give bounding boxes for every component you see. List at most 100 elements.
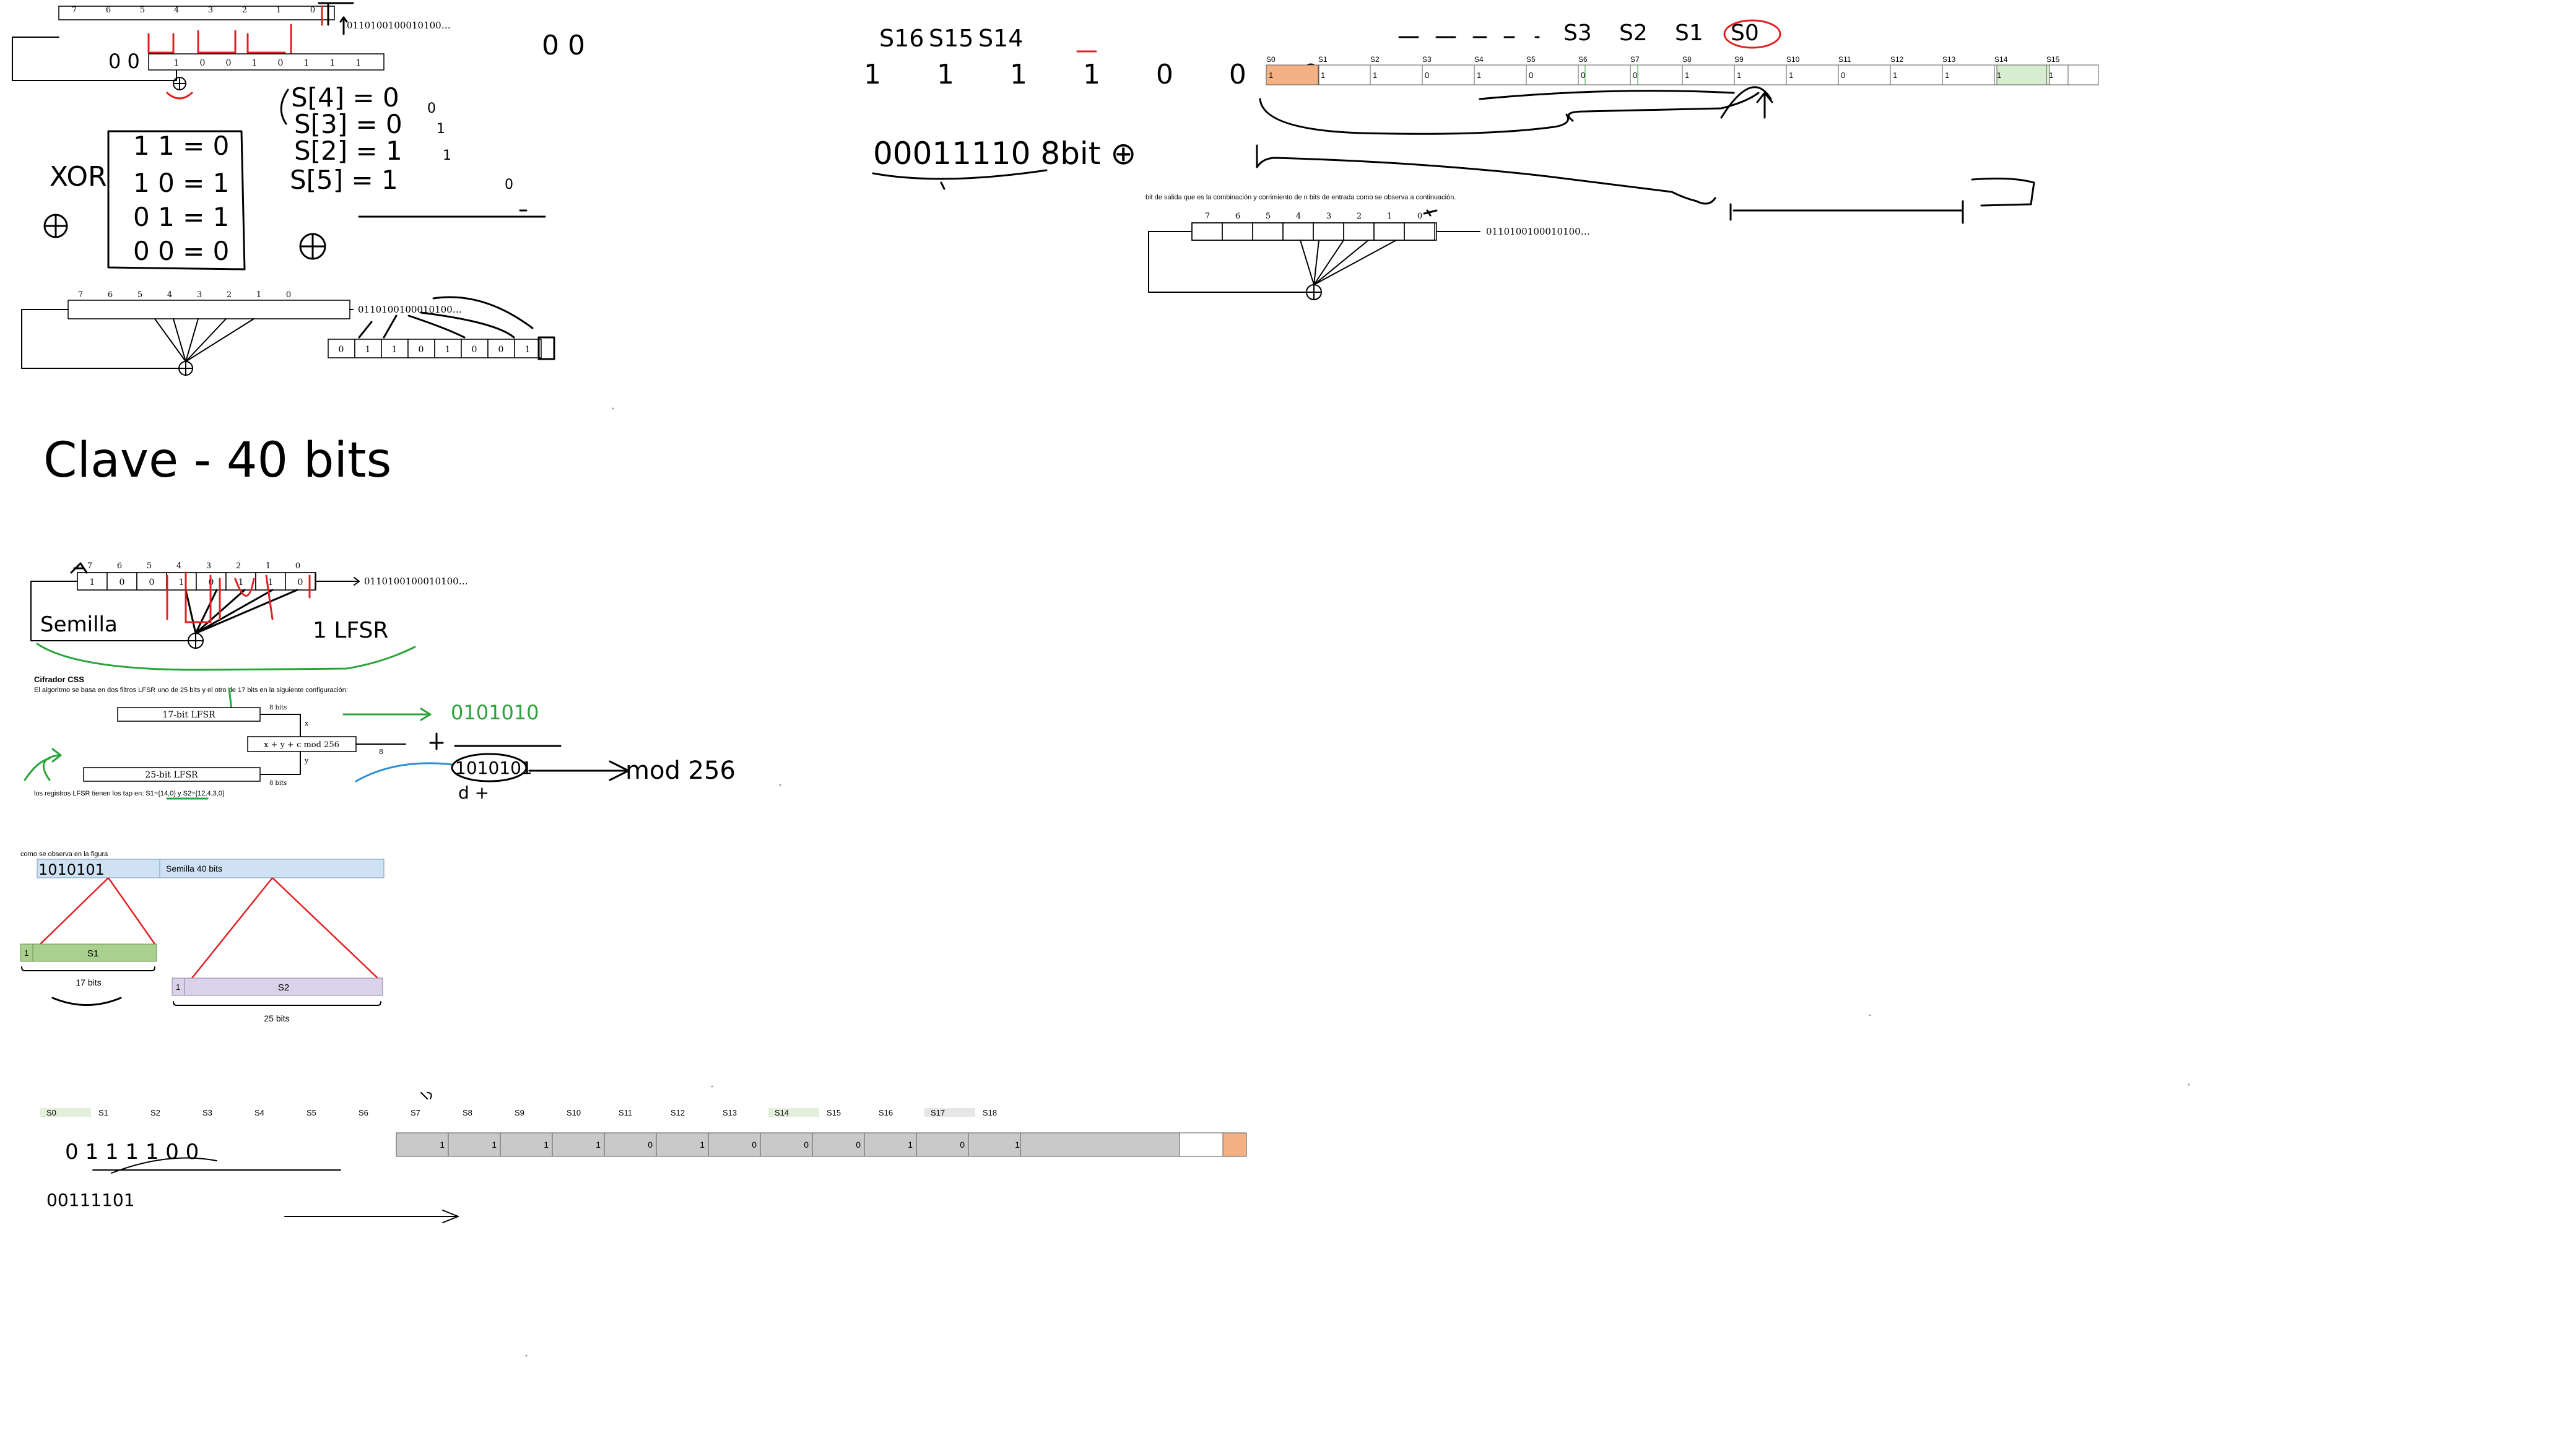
svg-text:25-bit LFSR: 25-bit LFSR — [145, 770, 198, 780]
grid-value: 1 — [908, 1140, 913, 1150]
svg-text:como se observa en la figura: como se observa en la figura — [20, 851, 108, 858]
taps-text: los registros LFSR tienen los tap en: S1… — [34, 790, 225, 797]
grid-value: 1 — [1321, 71, 1325, 80]
column-header: S0 — [1266, 55, 1276, 64]
svg-text:0 0: 0 0 — [542, 30, 585, 61]
register-index: 0 — [310, 6, 315, 15]
svg-text:S[2] = 1: S[2] = 1 — [294, 136, 402, 166]
lfsr-output-stream: 0110100100010100… — [347, 20, 451, 31]
xor-table: XOR 1 1 = 0 1 0 = 1 0 1 = 1 0 0 = 0 — [43, 130, 326, 271]
column-header: S7 — [1630, 55, 1640, 64]
feedback-loop — [21, 309, 180, 369]
bit-value: 0 — [419, 345, 424, 355]
hand-s-label: S2 — [1619, 20, 1648, 46]
register-index: 4 — [174, 6, 179, 15]
xor-label: XOR — [50, 161, 107, 193]
register-index: 7 — [78, 290, 83, 300]
svg-text:Semilla: Semilla — [40, 612, 118, 637]
register-index: 3 — [197, 290, 202, 300]
hand-s-label: S0 — [1731, 20, 1759, 46]
bit-value: 0 — [472, 345, 477, 355]
column-header: S6 — [1578, 55, 1588, 64]
column-header: S3 — [1422, 55, 1432, 64]
column-header: S2 — [1370, 55, 1380, 64]
seed-cell — [77, 572, 108, 591]
column-header: S1 — [98, 1108, 108, 1117]
register-index: 2 — [242, 6, 247, 15]
bit-cell — [434, 339, 462, 358]
seed-cell-value: 0 — [120, 578, 125, 587]
grid-cell — [2046, 64, 2099, 85]
grid-value: 1 — [492, 1140, 497, 1150]
register-index: 7 — [72, 6, 77, 15]
red-tap-marks — [166, 571, 311, 623]
column-header: S5 — [306, 1108, 316, 1117]
grid-value: 1 — [1269, 71, 1273, 80]
side-mark: 1 — [443, 148, 451, 163]
bit-cell — [407, 339, 435, 358]
column-header: S2 — [150, 1108, 160, 1117]
hand-s-label: S3 — [1563, 20, 1592, 46]
lfsr-cell-value: 0 — [278, 58, 284, 68]
column-header: S10 — [1786, 55, 1800, 64]
column-header: S12 — [671, 1108, 685, 1117]
grid-value: 0 — [856, 1140, 861, 1150]
feedback-loop — [30, 581, 189, 641]
svg-text:x + y + c mod 256: x + y + c mod 256 — [264, 740, 339, 750]
grid-value: 1 — [1789, 71, 1793, 80]
svg-text:d +: d + — [458, 782, 489, 803]
grid-value: 0 — [1581, 71, 1585, 80]
s-value-notes: S[4] = 0 S[3] = 0 S[2] = 1 S[5] = 1 0110 — [280, 82, 546, 218]
grid-value: 1 — [1997, 71, 2001, 80]
register-index: 7 — [1205, 212, 1210, 221]
red-tap-marks — [147, 5, 323, 54]
column-header: S13 — [1942, 55, 1956, 64]
svg-text:Semilla 40 bits: Semilla 40 bits — [166, 864, 222, 873]
grid-value: 0 — [1633, 71, 1637, 80]
bit-value: 1 — [525, 345, 531, 355]
lfsr-cell-value: 1 — [304, 58, 310, 68]
register-index: 1 — [276, 6, 281, 15]
svg-text:0 0 = 0: 0 0 = 0 — [133, 236, 229, 266]
column-header: S13 — [723, 1108, 737, 1117]
column-header: S11 — [1838, 55, 1851, 64]
lfsr-cell — [1404, 222, 1435, 241]
register-index: 4 — [167, 290, 172, 300]
hand-s-label: S14 — [978, 25, 1023, 52]
register-index: 0 — [1417, 212, 1422, 221]
svg-text:17-bit LFSR: 17-bit LFSR — [162, 710, 215, 720]
bit-cell — [487, 339, 515, 358]
svg-text:8 bits: 8 bits — [269, 704, 287, 711]
svg-text:1 0 = 1: 1 0 = 1 — [133, 168, 229, 198]
svg-text:1010101: 1010101 — [38, 861, 105, 878]
section-description: El algoritmo se basa en dos filtros LFSR… — [34, 687, 348, 694]
seed-cell-value: 1 — [238, 578, 244, 587]
bit-value: 0 — [498, 345, 504, 355]
column-header: S11 — [619, 1108, 632, 1117]
register-index: 1 — [1387, 212, 1392, 221]
column-header: S6 — [359, 1108, 368, 1117]
column-header: S7 — [411, 1108, 420, 1117]
svg-text:8 bits: 8 bits — [269, 780, 287, 787]
hand-s-label: S1 — [1675, 20, 1703, 46]
column-header: S15 — [827, 1108, 841, 1117]
svg-text:00011110 8bit ⊕: 00011110 8bit ⊕ — [873, 136, 1136, 171]
seed-figure: como se observa en la figura Semilla 40 … — [20, 851, 385, 1023]
grid-value: 0 — [1841, 71, 1845, 80]
register-index: 6 — [106, 6, 111, 15]
s2-register — [184, 977, 383, 996]
bit-cell — [514, 339, 542, 358]
register-index: 0 — [286, 290, 291, 300]
register-index: 3 — [1326, 212, 1331, 221]
column-header: S18 — [983, 1108, 997, 1117]
seed-cell-value: 1 — [268, 578, 274, 587]
seed-cell-value: 1 — [90, 578, 95, 587]
grid-value: 1 — [1737, 71, 1741, 80]
lfsr-register — [67, 300, 350, 319]
lfsr-cell-value: 0 — [226, 58, 232, 68]
lfsr-cell-value: 1 — [330, 58, 336, 68]
grid-value: 1 — [1477, 71, 1481, 80]
svg-text:mod 256: mod 256 — [625, 756, 736, 785]
